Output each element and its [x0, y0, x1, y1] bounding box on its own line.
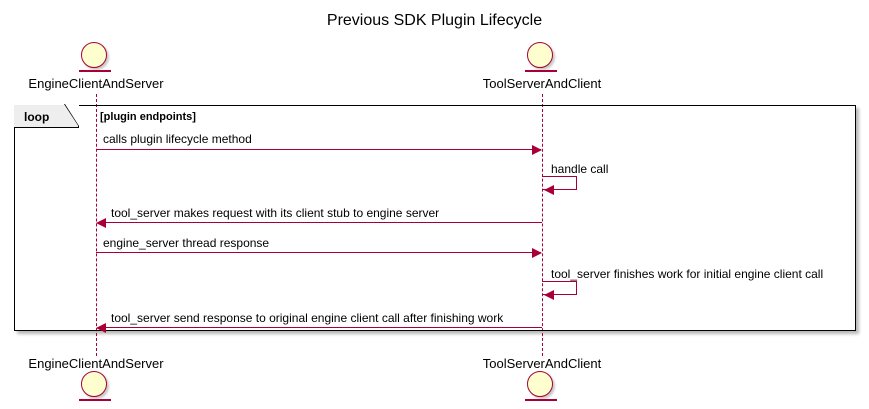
message-arrowhead-2 — [544, 185, 554, 195]
message-arrowhead-1 — [532, 144, 542, 155]
loop-frame — [14, 105, 856, 331]
entity-circle — [81, 42, 107, 68]
lifeline-tool — [542, 94, 543, 356]
participant-icon-engine-top — [79, 42, 113, 76]
self-message-box-5 — [542, 281, 577, 295]
message-label-2: handle call — [551, 162, 609, 176]
participant-label-tool-bottom: ToolServerAndClient — [482, 356, 602, 371]
participant-icon-engine-bottom — [79, 371, 113, 405]
message-label-5: tool_server finishes work for initial en… — [551, 267, 824, 281]
message-arrowhead-4 — [532, 247, 542, 258]
message-line-3 — [106, 222, 542, 223]
entity-baseline — [525, 399, 557, 401]
message-label-4: engine_server thread response — [103, 236, 270, 250]
frame-tab-notch — [65, 104, 79, 126]
message-arrowhead-5 — [544, 290, 554, 300]
message-arrowhead-3 — [96, 217, 106, 228]
message-arrowhead-6 — [96, 322, 106, 333]
loop-frame-tab — [14, 104, 79, 128]
message-label-3: tool_server makes request with its clien… — [111, 206, 440, 220]
participant-label-tool-top: ToolServerAndClient — [482, 76, 602, 91]
message-line-1 — [96, 149, 541, 150]
participant-icon-tool-bottom — [525, 371, 559, 405]
participant-label-engine-top: EngineClientAndServer — [28, 76, 164, 91]
self-message-box-2 — [542, 176, 577, 190]
loop-frame-guard: [plugin endpoints] — [100, 111, 196, 123]
entity-circle — [527, 371, 553, 397]
message-line-4 — [96, 252, 541, 253]
message-label-6: tool_server send response to original en… — [111, 311, 504, 325]
entity-baseline — [79, 70, 111, 72]
participant-label-engine-bottom: EngineClientAndServer — [28, 356, 164, 371]
diagram-title: Previous SDK Plugin Lifecycle — [326, 12, 543, 29]
message-label-1: calls plugin lifecycle method — [103, 132, 252, 146]
entity-baseline — [525, 70, 557, 72]
entity-circle — [527, 42, 553, 68]
message-line-6 — [106, 327, 542, 328]
entity-baseline — [79, 399, 111, 401]
loop-frame-label: loop — [24, 110, 50, 124]
entity-circle — [81, 371, 107, 397]
participant-icon-tool-top — [525, 42, 559, 76]
